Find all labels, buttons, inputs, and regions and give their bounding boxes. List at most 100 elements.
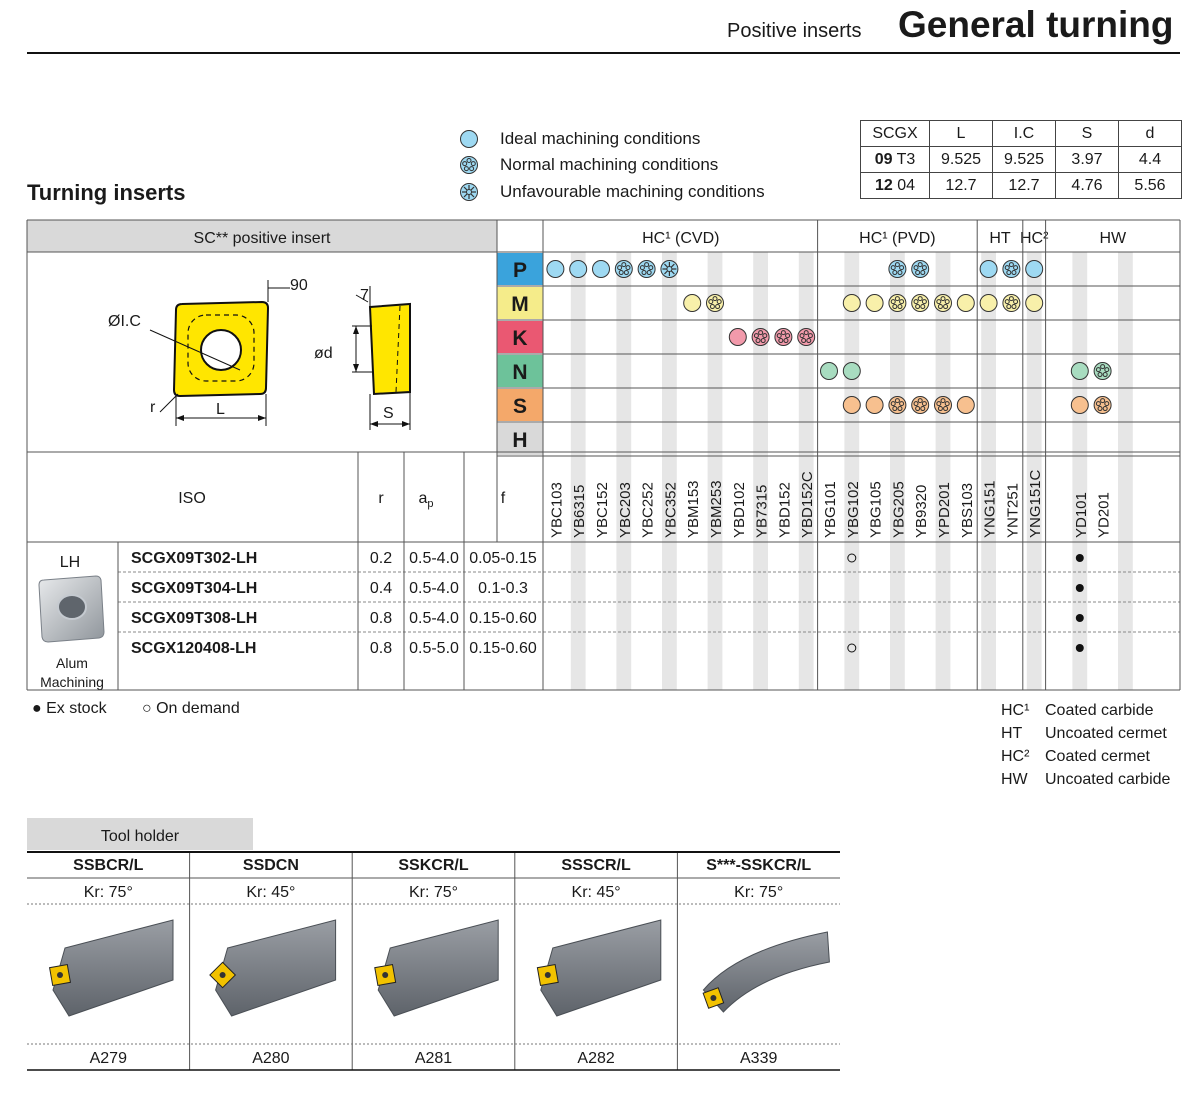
normal-petal [917, 398, 923, 404]
holder-name: SSKCR/L [398, 857, 468, 874]
normal-petal [915, 304, 921, 310]
normal-petal [915, 270, 921, 276]
normal-petal [890, 265, 896, 271]
iso-material-cell [497, 355, 543, 387]
normal-petal [641, 270, 647, 276]
holder-body [540, 919, 662, 1017]
normal-petal [646, 270, 652, 276]
normal-petal [778, 338, 784, 344]
col-f-header: f [501, 490, 506, 507]
column-stripe [1072, 252, 1088, 690]
holder-page-ref: A279 [90, 1050, 127, 1067]
normal-petal [921, 265, 927, 271]
ic-label: ØI.C [108, 313, 141, 330]
glossary-desc: Uncoated cermet [1045, 725, 1167, 742]
tool-holder-image [374, 919, 499, 1017]
grade-name: YBC103 [548, 482, 565, 538]
screw-icon [57, 972, 63, 978]
page-title: General turning [898, 4, 1174, 45]
ex-stock-dot [1075, 644, 1084, 652]
unfav-core [666, 266, 673, 272]
radius-label: r [150, 399, 156, 416]
product-feed: 0.15-0.60 [469, 610, 537, 627]
ideal-condition-icon [1025, 260, 1044, 278]
normal-petal [618, 270, 624, 276]
tool-holder-title-band [27, 818, 253, 850]
angle-90-label: 90 [290, 277, 308, 294]
ex-stock-dot [1075, 584, 1084, 592]
holder-kr: Kr: 45° [572, 884, 621, 901]
legend-label: Unfavourable machining conditions [500, 182, 765, 201]
legend-normal: Normal machining conditions [458, 153, 718, 177]
grade-name: YBC252 [640, 482, 657, 538]
ideal-condition-icon [1070, 362, 1089, 380]
grade-name: YBD152 [776, 482, 793, 538]
col-ap-header: ap [418, 490, 433, 510]
normal-petal [917, 296, 923, 302]
normal-petal [899, 265, 905, 271]
dim-value: 12.7 [992, 172, 1056, 199]
dim-header: d [1118, 120, 1182, 147]
product-iso-code: SCGX120408-LH [131, 640, 256, 657]
grade-group-label: HC² [1020, 230, 1049, 247]
holder-body [52, 919, 174, 1017]
iso-material-cell [497, 321, 543, 353]
product-radius: 0.8 [370, 610, 392, 627]
normal-petal [899, 299, 905, 305]
ideal-condition-icon [1070, 396, 1089, 414]
normal-petal [799, 333, 805, 339]
grade-name: YBC203 [617, 482, 634, 538]
dimension-table: SCGX L I.C S d 09 T3 9.525 9.525 3.97 4.… [860, 120, 1182, 199]
ideal-condition-icon [865, 396, 884, 414]
header-rule [27, 52, 1180, 54]
table-grid [26, 219, 1181, 691]
normal-petal [644, 262, 650, 268]
dim-header: L [929, 120, 993, 147]
normal-petal [753, 333, 759, 339]
normal-petal [1011, 270, 1017, 276]
normal-petal [623, 270, 629, 276]
holder-name: S***-SSKCR/L [706, 857, 811, 874]
holder-name: SSDCN [243, 857, 299, 874]
dim-value: 5.56 [1118, 172, 1182, 199]
ideal-condition-icon [865, 294, 884, 312]
column-stripe [798, 252, 814, 690]
iso-material-letter: H [512, 429, 527, 452]
angle-7-label: 7 [360, 287, 369, 304]
grade-group-label: HC¹ (CVD) [642, 230, 719, 247]
normal-petal [936, 299, 942, 305]
normal-petal [937, 406, 943, 412]
glossary-desc: Uncoated carbide [1045, 771, 1171, 788]
normal-petal [897, 304, 903, 310]
normal-petal [915, 406, 921, 412]
normal-petal [639, 265, 645, 271]
boring-bar-body [702, 931, 830, 1013]
ideal-condition-icon [546, 260, 565, 278]
diameter-label: ød [314, 345, 333, 362]
dim-value: 3.97 [1055, 146, 1119, 173]
ideal-condition-icon [1025, 294, 1044, 312]
product-iso-code: SCGX09T308-LH [131, 610, 257, 627]
normal-petal [715, 304, 721, 310]
section-title: Turning inserts [27, 180, 186, 205]
normal-petal [890, 401, 896, 407]
column-stripe [570, 252, 586, 690]
normal-petal [1102, 372, 1108, 378]
normal-petal [1006, 304, 1012, 310]
glossary-desc: Coated cermet [1045, 748, 1150, 765]
grade-name: YBG105 [868, 481, 885, 538]
holder-page-ref: A339 [740, 1050, 777, 1067]
ideal-condition-icon [956, 294, 975, 312]
dim-code: 12 04 [860, 172, 930, 199]
product-radius: 0.8 [370, 640, 392, 657]
iso-material-letter: M [511, 293, 529, 316]
normal-petal [920, 304, 926, 310]
normal-petal [940, 398, 946, 404]
glossary-desc: Coated carbide [1045, 702, 1154, 719]
ideal-condition-icon [956, 396, 975, 414]
normal-petal [892, 304, 898, 310]
normal-petal [712, 296, 718, 302]
normal-petal [892, 270, 898, 276]
iso-material-letter: N [512, 361, 527, 384]
